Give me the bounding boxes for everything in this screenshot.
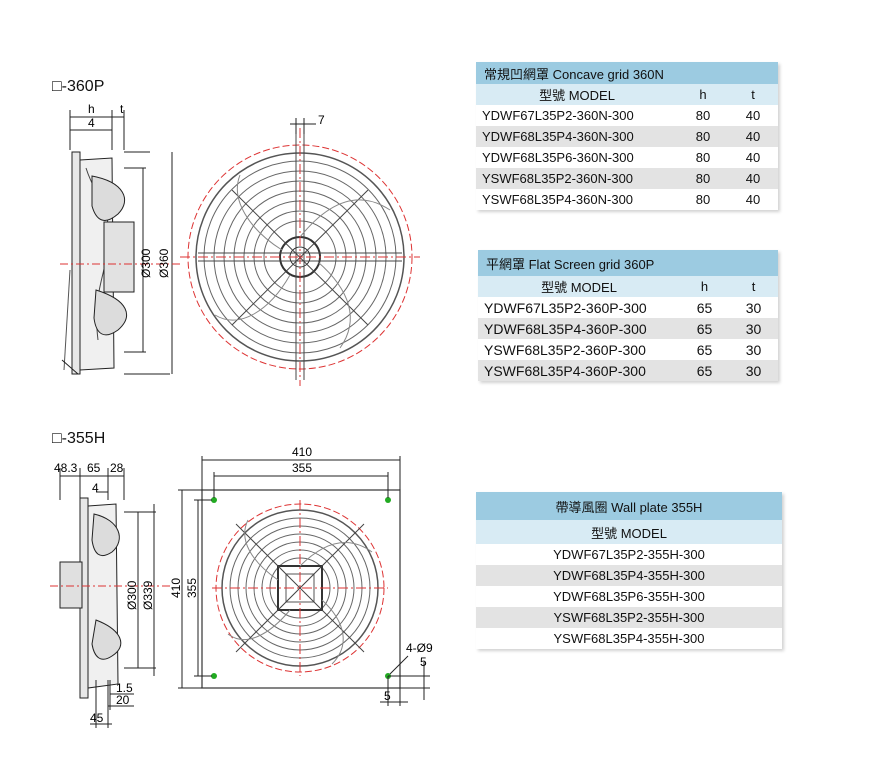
h-cell: 80 — [695, 192, 711, 207]
h-cell: 65 — [696, 341, 713, 358]
dim-hole: 4-Ø9 — [406, 641, 433, 655]
t-cell: 40 — [745, 108, 761, 123]
h-cell: 80 — [695, 171, 711, 186]
t-cell: 30 — [745, 320, 762, 337]
dim-t-360: t — [120, 102, 124, 116]
dim-28-355: 28 — [110, 461, 124, 475]
t-cell: 30 — [745, 341, 762, 358]
table-row: YDWF67L35P2-360N-300 80 40 — [476, 105, 778, 126]
section-title-360p: □-360P — [52, 78, 105, 95]
section-title-355h: □-355H — [52, 430, 106, 447]
h-cell: 65 — [696, 320, 713, 337]
table-flat-head-t: t — [751, 279, 756, 294]
model-cell: YDWF67L35P2-360N-300 — [482, 108, 634, 123]
t-cell: 30 — [745, 362, 762, 379]
table-row: YDWF68L35P6-360N-300 80 40 — [476, 147, 778, 168]
dim-45-355: 45 — [90, 711, 104, 725]
dim-h-360: h — [88, 102, 95, 116]
table-row: YSWF68L35P4-355H-300 — [476, 628, 782, 649]
model-cell: YDWF68L35P4-355H-300 — [553, 568, 705, 583]
technical-drawings: h t 4 Ø300 Ø360 7 — [50, 102, 433, 728]
table-row: YSWF68L35P4-360P-300 65 30 — [478, 360, 778, 381]
table-row: YDWF68L35P4-355H-300 — [476, 565, 782, 586]
model-cell: YDWF67L35P2-360P-300 — [484, 299, 647, 316]
dim-48-355: 48.3 — [54, 461, 78, 475]
model-cell: YDWF68L35P6-355H-300 — [553, 589, 705, 604]
t-cell: 40 — [745, 150, 761, 165]
table-flat-head-model: 型號 MODEL — [541, 280, 617, 295]
model-cell: YSWF68L35P2-360N-300 — [482, 171, 634, 186]
h-cell: 80 — [695, 129, 711, 144]
h-cell: 80 — [695, 150, 711, 165]
table-flat-title: 平網罩 Flat Screen grid 360P — [486, 256, 655, 272]
table-row: YSWF68L35P4-360N-300 80 40 — [476, 189, 778, 210]
t-cell: 30 — [745, 299, 762, 316]
table-concave-head-model: 型號 MODEL — [539, 88, 615, 103]
dim-65-355: 65 — [87, 461, 101, 475]
dim-355-top: 355 — [292, 461, 312, 475]
front-view-355h — [178, 456, 430, 706]
h-cell: 65 — [696, 299, 713, 316]
dim-4-360: 4 — [88, 116, 95, 130]
table-row: YSWF68L35P2-355H-300 — [476, 607, 782, 628]
table-wall-title: 帶導風圈 Wall plate 355H — [555, 499, 703, 515]
dim-5-right: 5 — [420, 655, 427, 669]
dim-7-360: 7 — [318, 113, 325, 127]
table-flat-grid: 平網罩 Flat Screen grid 360P 型號 MODEL h t Y… — [478, 250, 778, 381]
table-row: YDWF68L35P4-360N-300 80 40 — [476, 126, 778, 147]
model-cell: YSWF68L35P2-355H-300 — [553, 610, 705, 625]
table-flat-head-h: h — [700, 279, 709, 294]
table-wall-head-model: 型號 MODEL — [591, 525, 667, 541]
table-row: YDWF68L35P6-355H-300 — [476, 586, 782, 607]
dim-410-left: 410 — [169, 578, 183, 598]
model-cell: YDWF67L35P2-355H-300 — [553, 547, 705, 562]
table-row: YDWF67L35P2-360P-300 65 30 — [478, 297, 778, 318]
table-row: YDWF68L35P4-360P-300 65 30 — [478, 318, 778, 339]
table-concave-head-t: t — [751, 87, 755, 102]
model-cell: YDWF68L35P4-360N-300 — [482, 129, 634, 144]
dim-355-left: 355 — [185, 578, 199, 598]
dim-d300-360: Ø300 — [139, 248, 153, 278]
table-row: YDWF67L35P2-355H-300 — [476, 544, 782, 565]
t-cell: 40 — [745, 171, 761, 186]
model-cell: YDWF68L35P4-360P-300 — [484, 320, 647, 337]
t-cell: 40 — [745, 192, 761, 207]
dim-15-355: 1.5 — [116, 681, 133, 695]
side-view-360p — [60, 110, 180, 375]
table-row: YSWF68L35P2-360N-300 80 40 — [476, 168, 778, 189]
table-concave-grid: 常規凹網罩 Concave grid 360N 型號 MODEL h t YDW… — [476, 62, 778, 210]
table-concave-head-h: h — [699, 87, 707, 102]
h-cell: 80 — [695, 108, 711, 123]
side-view-355h — [50, 468, 170, 728]
model-cell: YSWF68L35P2-360P-300 — [484, 341, 646, 358]
model-cell: YDWF68L35P6-360N-300 — [482, 150, 634, 165]
dim-4-355: 4 — [92, 481, 99, 495]
front-view-360p — [180, 118, 420, 386]
dim-5-bottom: 5 — [384, 689, 391, 703]
table-wall-plate: 帶導風圈 Wall plate 355H 型號 MODEL YDWF67L35P… — [476, 492, 782, 649]
dim-d300-355: Ø300 — [125, 580, 139, 610]
dim-d360-360: Ø360 — [157, 248, 171, 278]
table-row: YSWF68L35P2-360P-300 65 30 — [478, 339, 778, 360]
model-cell: YSWF68L35P4-360P-300 — [484, 362, 646, 379]
model-cell: YSWF68L35P4-355H-300 — [553, 631, 705, 646]
table-concave-title: 常規凹網罩 Concave grid 360N — [484, 66, 664, 82]
model-cell: YSWF68L35P4-360N-300 — [482, 192, 634, 207]
t-cell: 40 — [745, 129, 761, 144]
dim-20-355: 20 — [116, 693, 130, 707]
dim-410-top: 410 — [292, 445, 312, 459]
dim-d339-355: Ø339 — [141, 580, 155, 610]
h-cell: 65 — [696, 362, 713, 379]
